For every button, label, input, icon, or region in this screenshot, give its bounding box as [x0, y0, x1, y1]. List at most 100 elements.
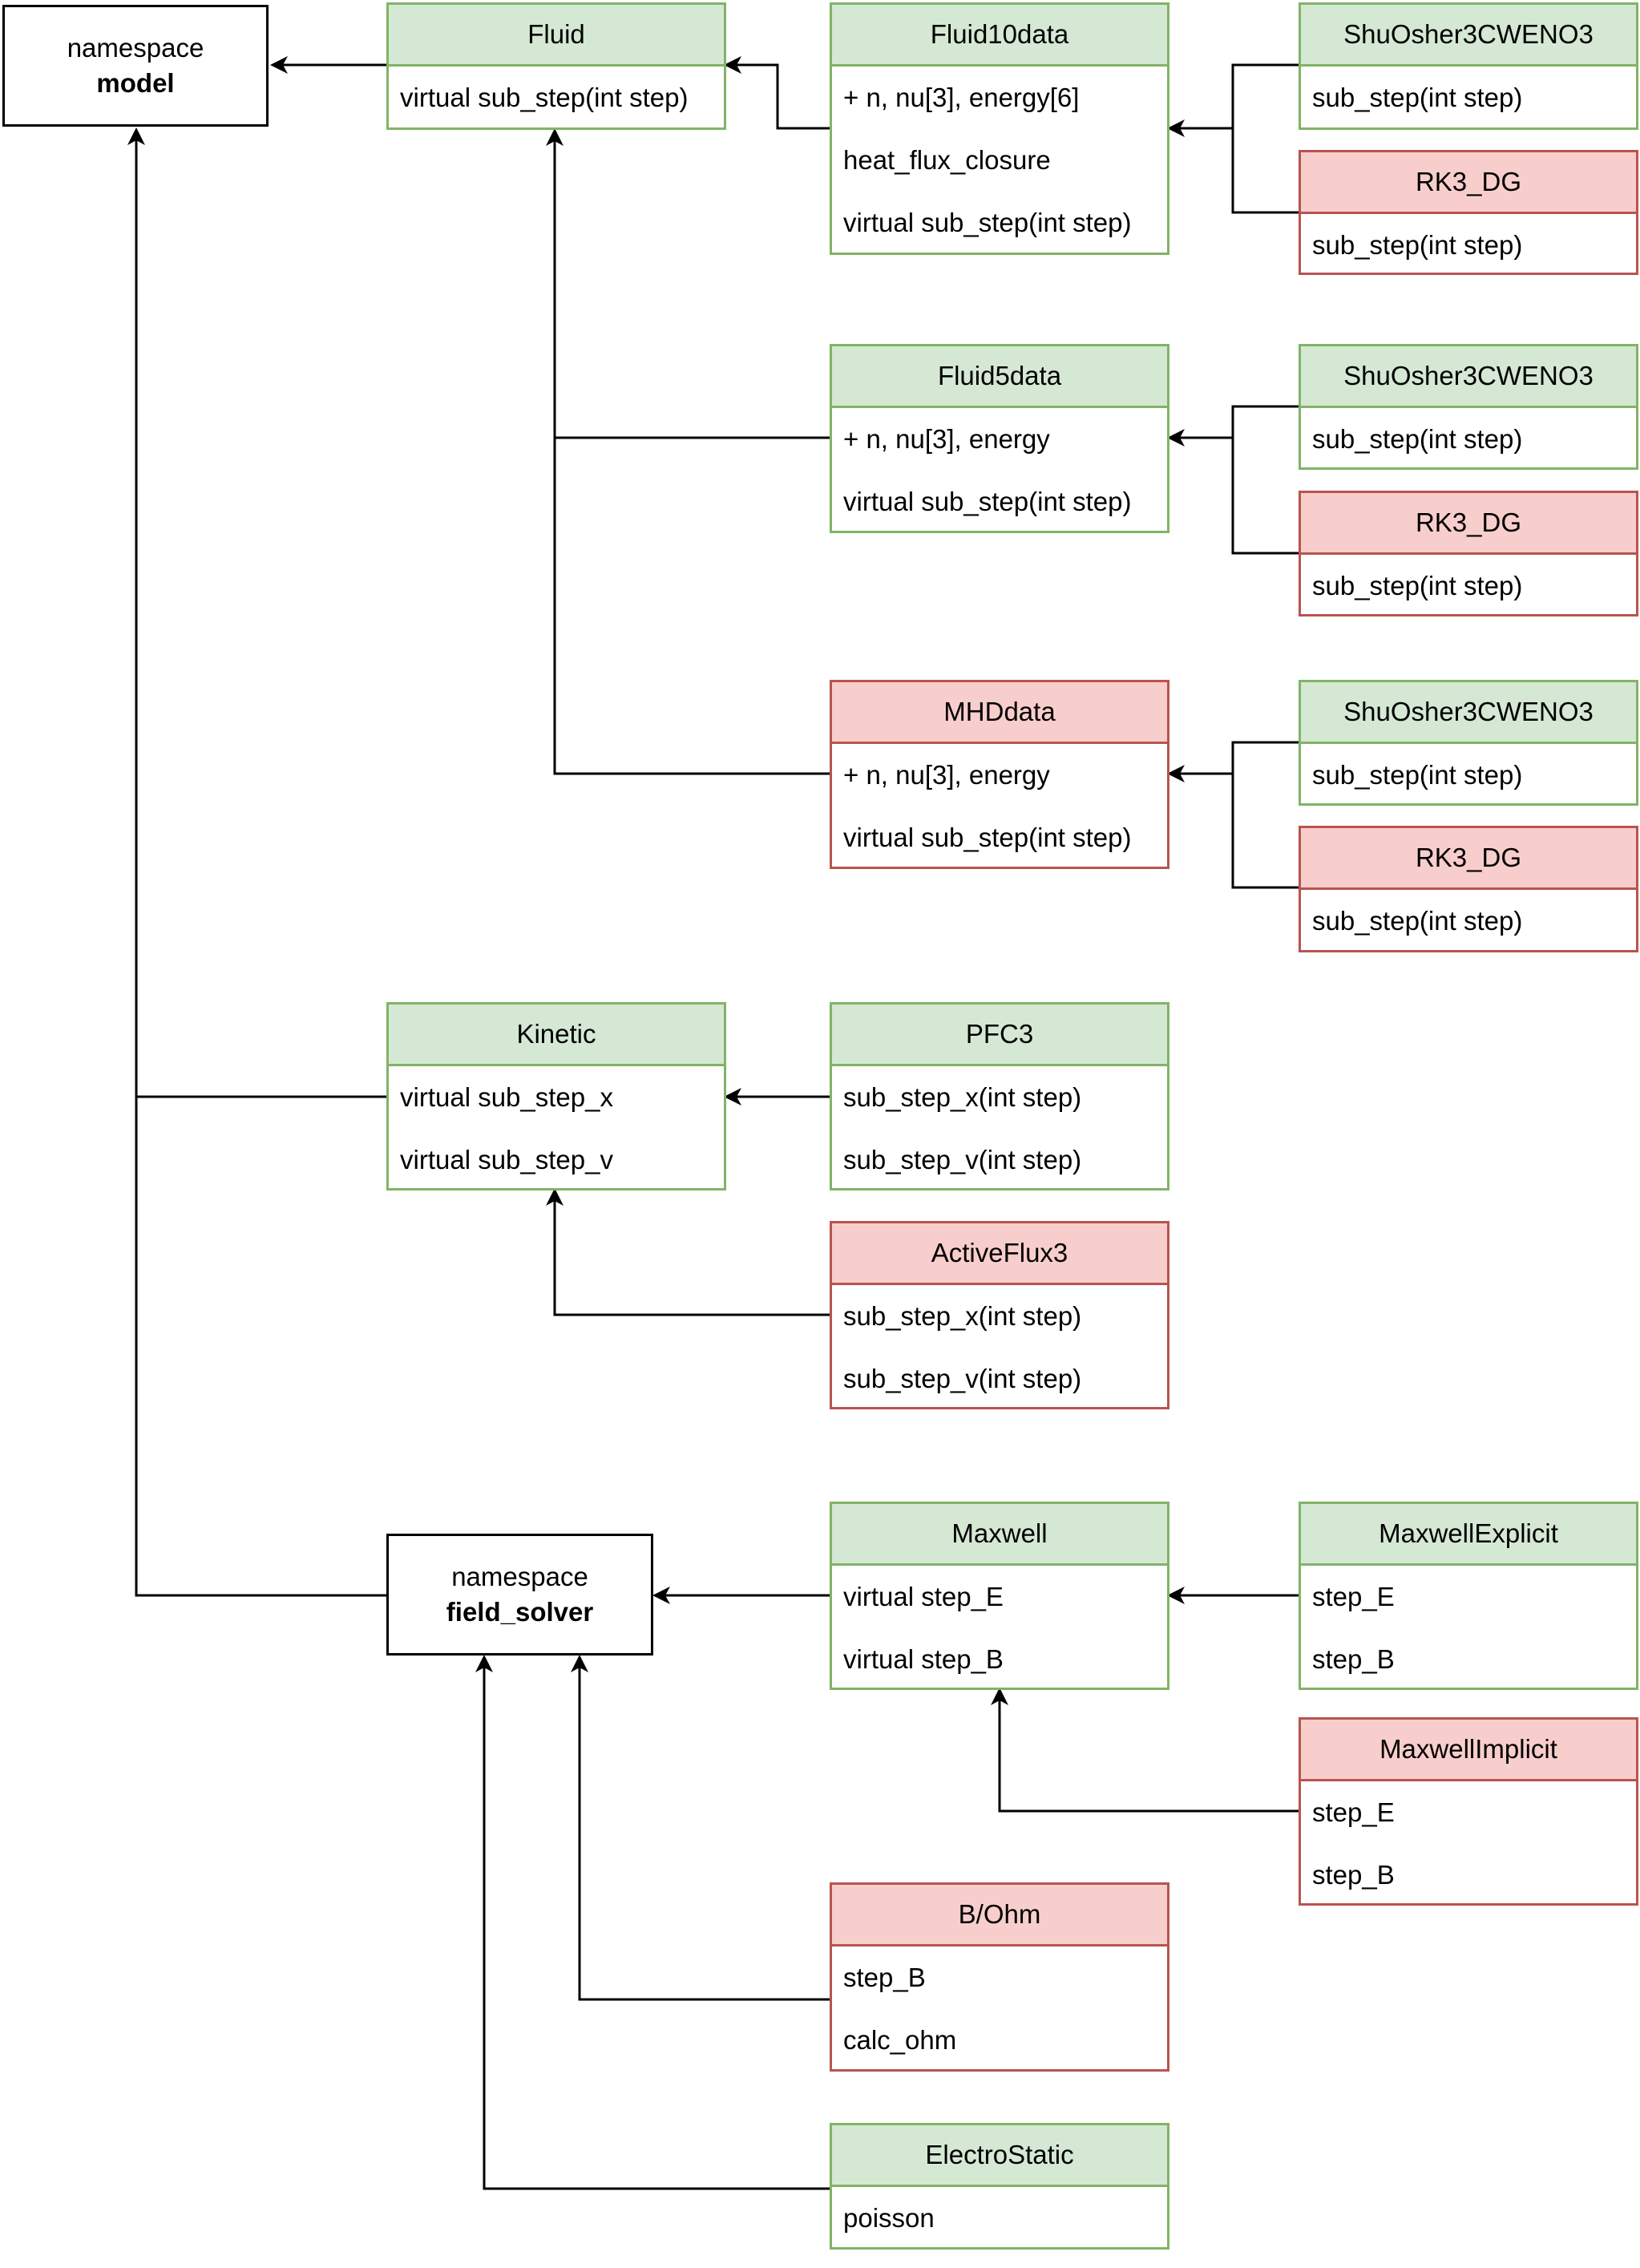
- class-member: + n, nu[3], energy: [843, 424, 1050, 454]
- class-member: virtual step_B: [843, 1644, 1004, 1674]
- class-activeflux3: ActiveFlux3 sub_step_x(int step) sub_ste…: [830, 1221, 1169, 1409]
- class-member: + n, nu[3], energy[6]: [843, 83, 1080, 112]
- class-member: virtual step_E: [843, 1582, 1004, 1611]
- class-member: calc_ohm: [843, 2025, 957, 2055]
- class-member: sub_step_x(int step): [843, 1082, 1082, 1112]
- class-member: sub_step(int step): [1312, 424, 1523, 454]
- class-member: poisson: [843, 2203, 935, 2233]
- edge-fluid5-shuosher: [1169, 405, 1299, 439]
- class-kinetic: Kinetic virtual sub_step_x virtual sub_s…: [386, 1002, 726, 1191]
- class-mhd-shuosher3cweno3: ShuOsher3CWENO3 sub_step(int step): [1299, 680, 1638, 806]
- class-member: virtual sub_step(int step): [843, 823, 1132, 852]
- class-title: Kinetic: [389, 1005, 724, 1066]
- class-title: RK3_DG: [1301, 152, 1636, 214]
- edge-fluid10-rk3dg: [1231, 128, 1299, 214]
- edge-fluid5data-to-fluid: [553, 131, 830, 439]
- class-title: Fluid: [389, 5, 724, 67]
- class-member: virtual sub_step_x: [400, 1082, 613, 1112]
- edge-fluid10data-to-fluid: [726, 63, 830, 130]
- class-title: RK3_DG: [1301, 493, 1636, 555]
- class-member: sub_step(int step): [1312, 230, 1523, 260]
- class-title: MHDdata: [832, 682, 1167, 744]
- arrowhead-fieldsolver-bottom-right: [571, 1655, 588, 1672]
- namespace-field-solver: namespace field_solver: [386, 1534, 653, 1656]
- arrowhead-fieldsolver-right: [652, 1587, 670, 1604]
- class-member: sub_step_v(int step): [843, 1145, 1082, 1174]
- edge-kinetic-to-model: [135, 131, 386, 1098]
- class-bohm: B/Ohm step_B calc_ohm: [830, 1882, 1169, 2072]
- arrowhead-maxwell-bottom: [991, 1688, 1008, 1705]
- class-member: sub_step(int step): [1312, 83, 1523, 112]
- class-title: MaxwellExplicit: [1301, 1504, 1636, 1566]
- class-title: MaxwellImplicit: [1301, 1720, 1636, 1781]
- class-member: sub_step(int step): [1312, 571, 1523, 600]
- class-member: sub_step(int step): [1312, 906, 1523, 936]
- class-fluid10data: Fluid10data + n, nu[3], energy[6] heat_f…: [830, 2, 1169, 255]
- namespace-field-solver-keyword: namespace: [451, 1562, 588, 1591]
- class-title: ElectroStatic: [832, 2125, 1167, 2187]
- class-maxwellimplicit: MaxwellImplicit step_E step_B: [1299, 1717, 1638, 1906]
- edge-maxwellimplicit-to-maxwell: [998, 1691, 1299, 1813]
- class-member: virtual sub_step(int step): [843, 487, 1132, 516]
- edge-mhd-rk3dg: [1231, 774, 1299, 889]
- class-title: RK3_DG: [1301, 828, 1636, 890]
- edge-electrostatic-to-fieldsolver: [483, 1658, 830, 2190]
- class-member: sub_step_x(int step): [843, 1301, 1082, 1331]
- arrowhead-model-bottom: [127, 127, 145, 145]
- class-title: Fluid5data: [832, 346, 1167, 408]
- arrowhead-fieldsolver-bottom-left: [475, 1655, 493, 1672]
- arrowhead-kinetic-bottom: [546, 1188, 563, 1206]
- class-title: Fluid10data: [832, 5, 1167, 67]
- class-electrostatic: ElectroStatic poisson: [830, 2123, 1169, 2250]
- class-title: ShuOsher3CWENO3: [1301, 5, 1636, 67]
- class-fluid5data: Fluid5data + n, nu[3], energy virtual su…: [830, 344, 1169, 533]
- edge-fluid10-shuosher: [1169, 63, 1299, 130]
- class-member: step_B: [1312, 1860, 1395, 1890]
- class-member: virtual sub_step(int step): [400, 83, 689, 112]
- class-maxwellexplicit: MaxwellExplicit step_E step_B: [1299, 1502, 1638, 1690]
- class-member: step_B: [843, 1963, 926, 1992]
- class-member: heat_flux_closure: [843, 145, 1051, 175]
- class-title: B/Ohm: [832, 1885, 1167, 1947]
- class-member: virtual sub_step(int step): [843, 208, 1132, 237]
- class-pfc3: PFC3 sub_step_x(int step) sub_step_v(int…: [830, 1002, 1169, 1191]
- class-mhddata: MHDdata + n, nu[3], energy virtual sub_s…: [830, 680, 1169, 869]
- arrowhead-mhddata-right: [1167, 765, 1185, 782]
- arrowhead-fluid-right: [724, 56, 741, 74]
- arrowhead-kinetic-right: [724, 1088, 741, 1106]
- class-maxwell: Maxwell virtual step_E virtual step_B: [830, 1502, 1169, 1690]
- arrowhead-fluid-bottom: [546, 128, 563, 146]
- class-fluid5-rk3-dg: RK3_DG sub_step(int step): [1299, 491, 1638, 617]
- class-member: sub_step(int step): [1312, 760, 1523, 790]
- arrowhead-fluid10data-right: [1167, 119, 1185, 137]
- edge-bohm-to-fieldsolver: [578, 1658, 830, 2001]
- namespace-model-name: model: [96, 68, 175, 98]
- edge-fieldsolver-to-model: [135, 1097, 386, 1597]
- class-fluid10-rk3-dg: RK3_DG sub_step(int step): [1299, 150, 1638, 275]
- class-title: PFC3: [832, 1005, 1167, 1066]
- class-member: sub_step_v(int step): [843, 1364, 1082, 1393]
- namespace-model: namespace model: [2, 5, 269, 127]
- class-title: Maxwell: [832, 1504, 1167, 1566]
- class-member: + n, nu[3], energy: [843, 760, 1050, 790]
- namespace-model-keyword: namespace: [67, 33, 204, 63]
- class-member: virtual sub_step_v: [400, 1145, 613, 1174]
- edge-mhd-shuosher: [1169, 741, 1299, 775]
- edge-fluid5-rk3dg: [1231, 438, 1299, 555]
- class-title: ActiveFlux3: [832, 1223, 1167, 1285]
- class-mhd-rk3-dg: RK3_DG sub_step(int step): [1299, 826, 1638, 952]
- arrowhead-model-right: [270, 56, 288, 74]
- class-member: step_E: [1312, 1582, 1395, 1611]
- edge-activeflux3-to-kinetic: [553, 1191, 830, 1316]
- class-title: ShuOsher3CWENO3: [1301, 682, 1636, 744]
- class-member: step_E: [1312, 1797, 1395, 1827]
- arrowhead-maxwell-right: [1167, 1587, 1185, 1604]
- arrowhead-fluid5data-right: [1167, 429, 1185, 447]
- class-fluid5-shuosher3cweno3: ShuOsher3CWENO3 sub_step(int step): [1299, 344, 1638, 470]
- class-fluid: Fluid virtual sub_step(int step): [386, 2, 726, 130]
- class-title: ShuOsher3CWENO3: [1301, 346, 1636, 408]
- edge-mhddata-to-fluid: [553, 438, 830, 775]
- class-fluid10-shuosher3cweno3: ShuOsher3CWENO3 sub_step(int step): [1299, 2, 1638, 130]
- namespace-field-solver-name: field_solver: [446, 1597, 594, 1627]
